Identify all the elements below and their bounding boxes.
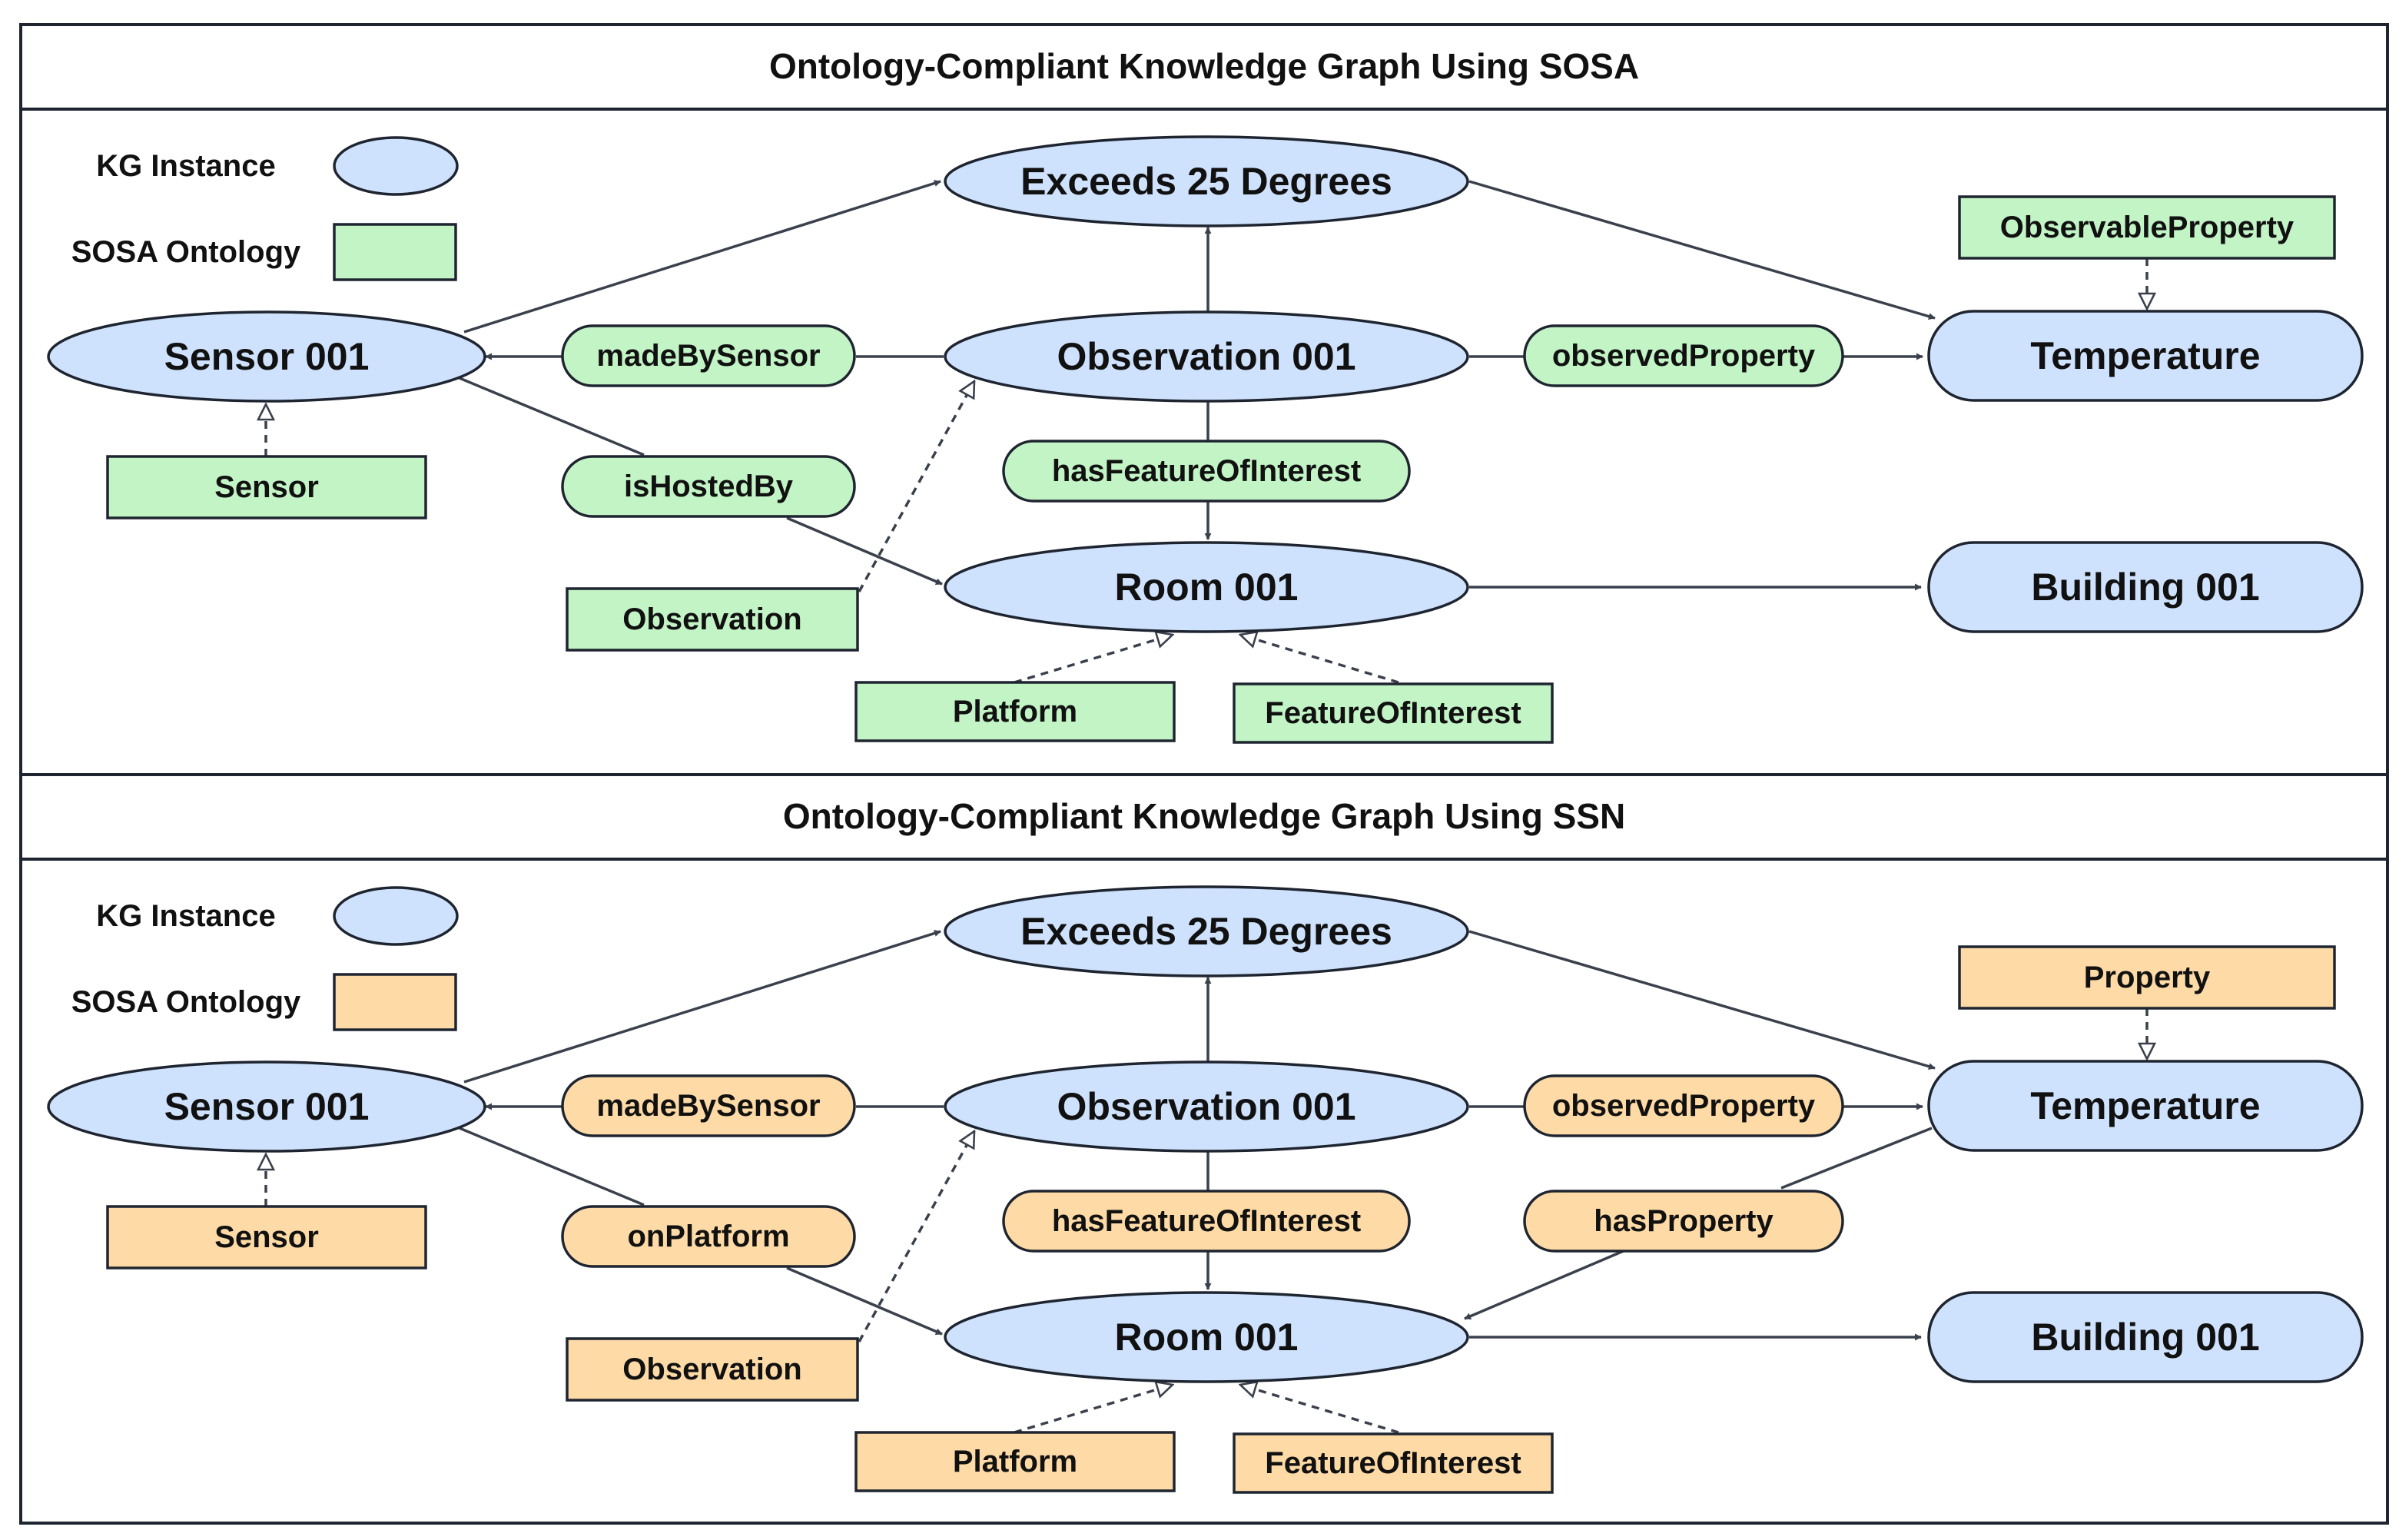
class-sensor-label: Sensor xyxy=(214,470,319,504)
property-onplatform-label: onPlatform xyxy=(627,1220,789,1253)
property-hasfeatureofinterest-label: hasFeatureOfInterest xyxy=(1052,1204,1361,1238)
legend-instance-label: KG Instance xyxy=(96,899,275,933)
class-featureofinterest xyxy=(1233,682,1554,744)
property-onplatform xyxy=(561,1205,856,1268)
panel-ssn: Ontology-Compliant Knowledge Graph Using… xyxy=(19,773,2389,1525)
property-madebysensor-label: madeBySensor xyxy=(596,339,820,373)
class-featureofinterest xyxy=(1233,1432,1554,1494)
edge-exceeds-to-temperature xyxy=(1468,930,1936,1070)
instance-building-001-label: Building 001 xyxy=(2031,1316,2259,1359)
instance-temperature-label: Temperature xyxy=(2030,1084,2260,1127)
instance-room-001-label: Room 001 xyxy=(1115,1316,1299,1359)
instance-building-001-label: Building 001 xyxy=(2031,566,2259,609)
instance-sensor-001 xyxy=(47,1060,486,1153)
class-property-label: Property xyxy=(2084,961,2211,994)
class-sensor xyxy=(106,1205,427,1270)
legend-instance-label: KG Instance xyxy=(96,149,275,183)
instance-observation-001 xyxy=(944,1060,1469,1153)
class-featureofinterest-label: FeatureOfInterest xyxy=(1265,696,1521,730)
instance-room-001-label: Room 001 xyxy=(1115,566,1299,609)
edge-sensor-to-exceeds xyxy=(463,180,941,334)
property-hasfeatureofinterest xyxy=(1002,1190,1411,1253)
edge-sensor-to-exceeds xyxy=(463,930,941,1084)
edge-featureclass-to-room xyxy=(1240,635,1399,684)
legend-ontology-swatch xyxy=(333,973,457,1031)
property-observedproperty-label: observedProperty xyxy=(1552,1089,1816,1123)
instance-building-001 xyxy=(1927,541,2364,633)
class-platform xyxy=(854,681,1176,742)
legend-ontology-label: SOSA Ontology xyxy=(71,235,301,269)
class-platform-label: Platform xyxy=(953,1445,1077,1479)
edge-observationclass-to-observation xyxy=(858,381,976,592)
panel-title: Ontology-Compliant Knowledge Graph Using… xyxy=(783,796,1625,836)
property-hasfeatureofinterest-label: hasFeatureOfInterest xyxy=(1052,454,1361,488)
property-hasproperty-label: hasProperty xyxy=(1594,1204,1774,1238)
property-hasfeatureofinterest xyxy=(1002,440,1411,503)
instance-room-001 xyxy=(944,1291,1469,1383)
instance-observation-001-label: Observation 001 xyxy=(1057,335,1355,378)
class-sensor-label: Sensor xyxy=(214,1220,319,1254)
property-madebysensor-label: madeBySensor xyxy=(596,1089,820,1123)
instance-temperature-label: Temperature xyxy=(2030,334,2260,377)
legend-ontology-swatch xyxy=(333,223,457,281)
legend-instance-swatch xyxy=(333,886,459,946)
class-observation-label: Observation xyxy=(622,1352,801,1386)
instance-exceeds-25-degrees xyxy=(944,135,1469,227)
class-observableproperty xyxy=(1958,195,2336,260)
property-observedproperty-label: observedProperty xyxy=(1552,339,1816,373)
instance-temperature xyxy=(1927,1060,2364,1152)
instance-sensor-001-label: Sensor 001 xyxy=(164,335,370,378)
edge-temperature-to-hasproperty xyxy=(1780,1127,1933,1190)
edge-sensor-to-hosted xyxy=(459,377,645,456)
edge-featureclass-to-room xyxy=(1240,1385,1399,1434)
property-ishostedby xyxy=(561,455,856,518)
instance-exceeds-25-degrees-label: Exceeds 25 Degrees xyxy=(1020,910,1392,953)
property-observedproperty xyxy=(1523,324,1844,387)
edge-hasproperty-to-room xyxy=(1464,1246,1631,1320)
instance-sensor-001 xyxy=(47,310,486,403)
edge-platformclass-to-room xyxy=(1014,635,1173,684)
property-ishostedby-label: isHostedBy xyxy=(624,470,794,503)
class-observation-label: Observation xyxy=(622,602,801,636)
edge-exceeds-to-temperature xyxy=(1468,180,1936,320)
edge-sensor-to-hosted xyxy=(459,1127,645,1206)
class-featureofinterest-label: FeatureOfInterest xyxy=(1265,1446,1521,1480)
panel-sosa: Ontology-Compliant Knowledge Graph Using… xyxy=(19,23,2389,776)
instance-building-001 xyxy=(1927,1291,2364,1383)
class-observableproperty-label: ObservableProperty xyxy=(2000,211,2294,244)
instance-observation-001-label: Observation 001 xyxy=(1057,1085,1355,1128)
class-property xyxy=(1958,945,2336,1010)
edge-hosted-to-room xyxy=(786,516,943,586)
edge-platformclass-to-room xyxy=(1014,1385,1173,1434)
property-madebysensor xyxy=(561,324,856,387)
class-platform-label: Platform xyxy=(953,695,1077,729)
instance-room-001 xyxy=(944,541,1469,633)
legend-instance-swatch xyxy=(333,136,459,196)
legend-ontology-label: SOSA Ontology xyxy=(71,985,301,1019)
class-observation xyxy=(566,1337,859,1402)
instance-exceeds-25-degrees-label: Exceeds 25 Degrees xyxy=(1020,160,1392,203)
class-observation xyxy=(566,587,859,652)
property-observedproperty xyxy=(1523,1074,1844,1137)
instance-exceeds-25-degrees xyxy=(944,885,1469,977)
property-hasproperty xyxy=(1523,1190,1844,1253)
class-sensor xyxy=(106,455,427,519)
class-platform xyxy=(854,1431,1176,1492)
panel-frame xyxy=(19,773,2389,1525)
instance-temperature xyxy=(1927,310,2364,402)
edge-observationclass-to-observation xyxy=(858,1131,976,1343)
instance-sensor-001-label: Sensor 001 xyxy=(164,1085,370,1128)
edge-hosted-to-room xyxy=(786,1266,943,1336)
instance-observation-001 xyxy=(944,310,1469,403)
panel-title: Ontology-Compliant Knowledge Graph Using… xyxy=(769,46,1639,86)
property-madebysensor xyxy=(561,1074,856,1137)
